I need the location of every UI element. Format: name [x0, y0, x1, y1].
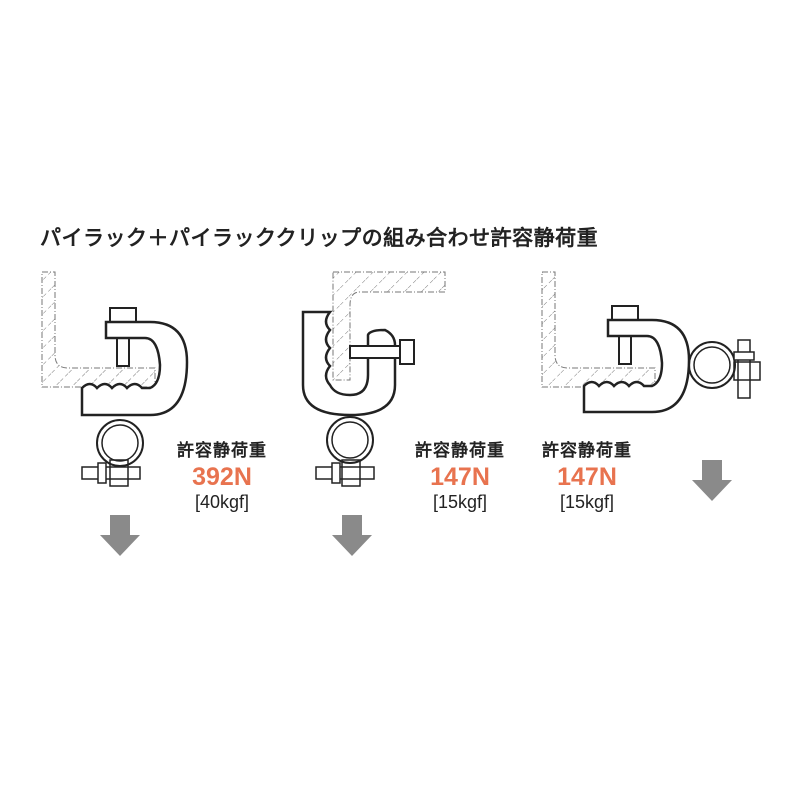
pipe-clip: [96, 419, 144, 467]
load-value-newton: 392N: [192, 463, 252, 491]
bolt-shaft: [349, 345, 401, 359]
load-value-kgf: [15kgf]: [559, 492, 615, 512]
bolt-head: [109, 307, 137, 323]
load-value-kgf: [15kgf]: [432, 492, 488, 512]
load-label: 許容静荷重: [415, 441, 505, 461]
pipe-clip: [688, 341, 736, 389]
c-clamp: [80, 320, 189, 417]
load-label: 許容静荷重: [177, 441, 267, 461]
load-arrow-2: [332, 515, 372, 556]
clip-bolt: [81, 466, 141, 480]
load-arrow-1: [100, 515, 140, 556]
pipe-clip: [326, 416, 374, 464]
load-rating-1: 許容静荷重 392N [40kgf]: [152, 441, 292, 512]
load-label: 許容静荷重: [542, 441, 632, 461]
load-rating-3: 許容静荷重 147N [15kgf]: [517, 441, 657, 512]
load-rating-2: 許容静荷重 147N [15kgf]: [390, 441, 530, 512]
u-clamp: [301, 310, 397, 417]
load-value-newton: 147N: [430, 463, 490, 491]
bolt-shaft: [116, 335, 130, 367]
angle-steel: [41, 271, 156, 388]
config-2-illustration: [301, 271, 446, 556]
diagram-title: パイラック＋パイラッククリップの組み合わせ許容静荷重: [40, 226, 599, 250]
bolt-head: [611, 305, 639, 321]
load-value-newton: 147N: [557, 463, 617, 491]
clip-bolt: [315, 466, 375, 480]
bolt-shaft: [618, 333, 632, 365]
config-3-illustration: [541, 271, 761, 501]
c-clamp: [582, 318, 691, 414]
load-value-kgf: [40kgf]: [194, 492, 250, 512]
bolt-head: [399, 339, 415, 365]
angle-steel: [541, 271, 656, 388]
load-arrow-3: [692, 460, 732, 501]
angle-steel: [332, 271, 446, 381]
config-1-illustration: [41, 271, 189, 556]
clip-bolt: [737, 339, 751, 399]
